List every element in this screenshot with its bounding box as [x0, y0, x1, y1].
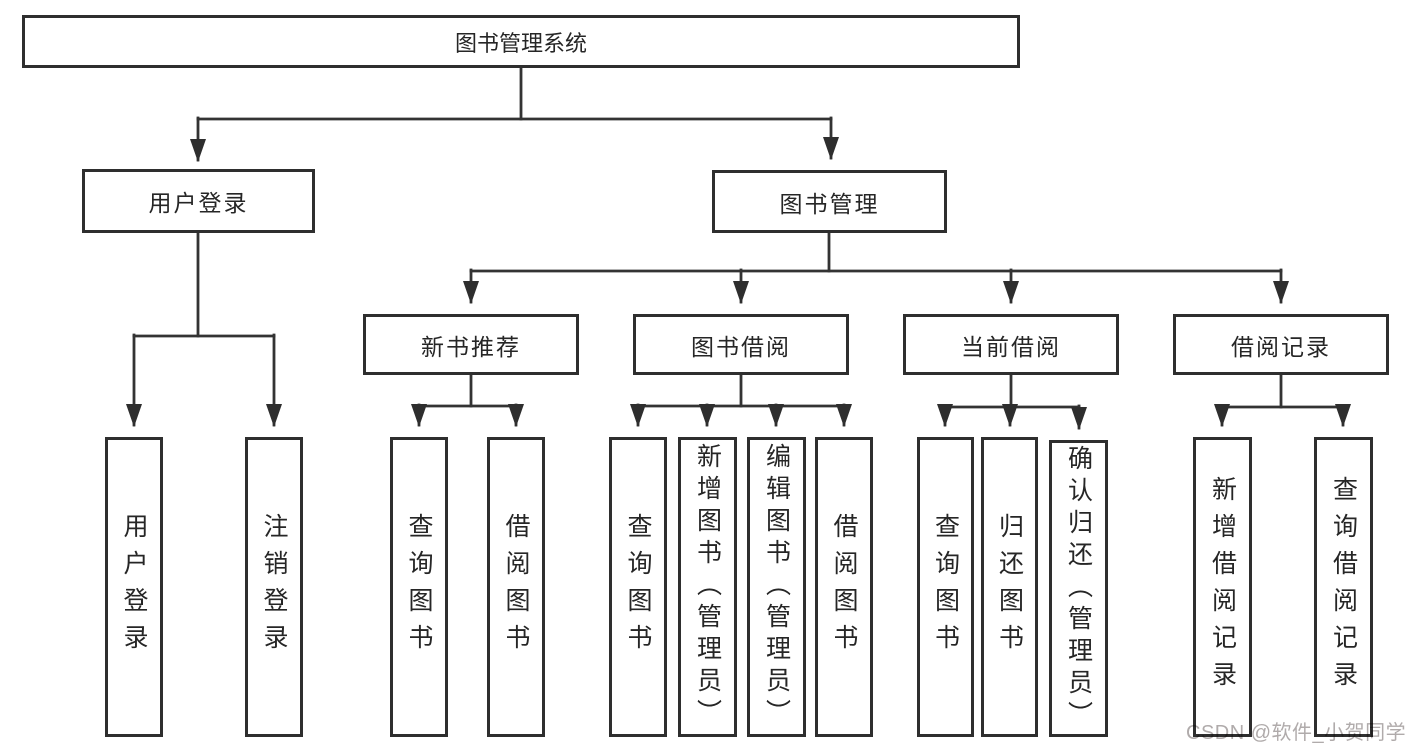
csdn-watermark: CSDN @软件_小贺同学: [1186, 722, 1405, 744]
leaf-borrow-books-label: 借阅图书: [830, 513, 858, 661]
node-current-borrowing: 当前借阅: [903, 314, 1119, 375]
leaf-add-borrow-record-label: 新增借阅记录: [1208, 476, 1237, 698]
leaf-edit-books-admin: 编辑图书（管理员）: [747, 437, 806, 737]
node-book-borrowing: 图书借阅: [633, 314, 849, 375]
leaf-add-books-admin: 新增图书（管理员）: [678, 437, 737, 737]
leaf-user-login: 用户登录: [105, 437, 163, 737]
node-new-book-recommend-label: 新书推荐: [421, 333, 521, 360]
node-book-borrowing-label: 图书借阅: [691, 333, 791, 360]
node-new-book-recommend: 新书推荐: [363, 314, 579, 375]
leaf-return-books-label: 归还图书: [995, 513, 1024, 661]
connector-user-login-group: [126, 231, 282, 427]
node-user-login: 用户登录: [82, 169, 315, 233]
connector-borrow-group: [630, 373, 852, 427]
node-borrowing-records: 借阅记录: [1173, 314, 1389, 375]
leaf-return-books: 归还图书: [981, 437, 1038, 737]
connector-current-group: [937, 373, 1087, 430]
leaf-query-books-borrow: 查询图书: [609, 437, 667, 737]
connector-records-group: [1214, 373, 1351, 427]
node-book-management: 图书管理: [712, 170, 947, 233]
leaf-edit-books-admin-label: 编辑图书（管理员）: [762, 443, 791, 731]
leaf-query-borrow-record-label: 查询借阅记录: [1329, 476, 1358, 698]
leaf-borrow-books: 借阅图书: [815, 437, 873, 737]
node-borrowing-records-label: 借阅记录: [1231, 333, 1331, 360]
leaf-confirm-return-admin: 确认归还（管理员）: [1049, 440, 1108, 737]
leaf-query-books-borrow-label: 查询图书: [624, 513, 652, 661]
leaf-add-books-admin-label: 新增图书（管理员）: [693, 443, 722, 731]
leaf-user-login-label: 用户登录: [120, 513, 148, 661]
leaf-logout: 注销登录: [245, 437, 303, 737]
leaf-confirm-return-admin-label: 确认归还（管理员）: [1064, 444, 1093, 733]
node-current-borrowing-label: 当前借阅: [961, 333, 1061, 360]
node-library-system: 图书管理系统: [22, 15, 1020, 68]
leaf-query-borrow-record: 查询借阅记录: [1314, 437, 1373, 737]
leaf-query-books-recommend: 查询图书: [390, 437, 448, 737]
leaf-add-borrow-record: 新增借阅记录: [1193, 437, 1252, 737]
node-book-management-label: 图书管理: [779, 190, 880, 217]
leaf-logout-label: 注销登录: [260, 513, 288, 661]
node-user-login-label: 用户登录: [148, 190, 249, 216]
leaf-query-books-recommend-label: 查询图书: [405, 513, 433, 661]
leaf-borrow-books-recommend-label: 借阅图书: [502, 513, 530, 661]
leaf-query-books-current-label: 查询图书: [931, 513, 960, 661]
leaf-query-books-current: 查询图书: [917, 437, 974, 737]
node-library-system-label: 图书管理系统: [454, 30, 587, 56]
connector-new-books-group: [411, 373, 524, 427]
connector-root-to-level2: [190, 66, 839, 162]
connector-book-mgmt-to-level3: [463, 231, 1289, 304]
leaf-borrow-books-recommend: 借阅图书: [487, 437, 545, 737]
